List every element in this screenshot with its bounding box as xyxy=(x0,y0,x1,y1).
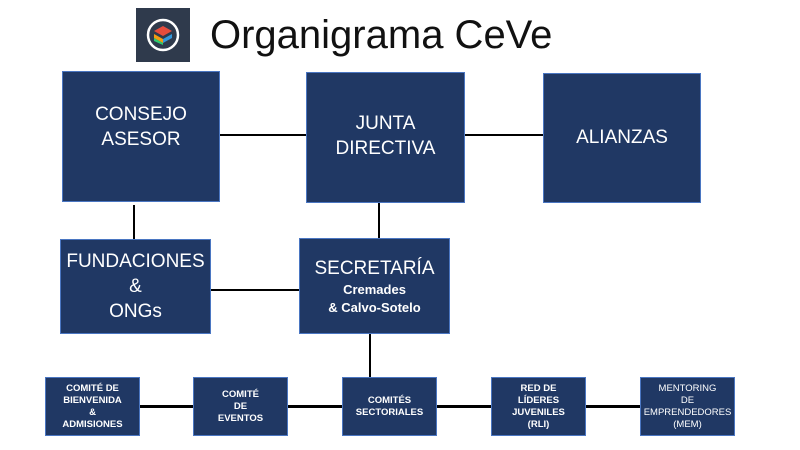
node-label-line: BIENVENIDA xyxy=(63,394,122,406)
node-label-line: & xyxy=(89,406,96,418)
node-comites-sectoriales: COMITÉS SECTORIALES xyxy=(342,377,437,436)
node-label-title: SECRETARÍA xyxy=(314,257,435,279)
node-label-line: MENTORING xyxy=(658,382,717,394)
node-label-line: ONGs xyxy=(109,301,162,322)
node-label-line: (RLI) xyxy=(527,418,550,430)
connector-consejo-junta xyxy=(219,134,307,136)
connector-junta-alianzas xyxy=(464,134,544,136)
node-label-line: & Calvo-Sotelo xyxy=(328,299,421,315)
node-label-line: COMITÉ DE xyxy=(66,382,119,394)
node-fundaciones-ongs: FUNDACIONES & ONGs xyxy=(60,239,211,334)
app-logo xyxy=(136,8,190,62)
node-label-line: COMITÉS xyxy=(367,394,412,406)
page-title: Organigrama CeVe xyxy=(210,13,553,57)
connector-junta-secretaria xyxy=(378,202,380,239)
layered-diamond-logo-icon xyxy=(146,18,180,52)
node-label-line: EMPRENDEDORES xyxy=(643,406,732,418)
node-consejo-asesor: CONSEJO ASESOR xyxy=(62,71,220,202)
node-label-line: DE xyxy=(233,400,248,412)
node-label-line: LÍDERES xyxy=(517,394,560,406)
node-label-line: JUVENILES xyxy=(512,406,565,418)
node-label-line: SECTORIALES xyxy=(355,406,424,418)
node-label-line: DIRECTIVA xyxy=(335,137,436,159)
node-label-line: DE xyxy=(680,394,695,406)
node-label-line: JUNTA xyxy=(355,112,416,134)
node-label-line: (MEM) xyxy=(673,418,702,430)
node-label-line: RED DE xyxy=(520,382,557,394)
connector-consejo-fundaciones xyxy=(133,205,135,240)
node-label-line: ASESOR xyxy=(101,128,181,150)
connector-secretaria-comites xyxy=(369,333,371,377)
connector-fundaciones-secretaria xyxy=(210,289,300,291)
node-label-line: Cremades xyxy=(343,281,406,297)
node-alianzas: ALIANZAS xyxy=(543,73,701,203)
node-label-line: ADMISIONES xyxy=(62,418,123,430)
node-label-line: & xyxy=(129,276,142,297)
node-red-lideres-juveniles: RED DE LÍDERES JUVENILES (RLI) xyxy=(491,377,586,436)
node-mentoring-emprendedores: MENTORING DE EMPRENDEDORES (MEM) xyxy=(640,377,735,436)
node-label-line: EVENTOS xyxy=(217,412,264,424)
node-label-line: COMITÉ xyxy=(222,388,259,400)
node-comite-bienvenida: COMITÉ DE BIENVENIDA & ADMISIONES xyxy=(45,377,140,436)
node-junta-directiva: JUNTA DIRECTIVA xyxy=(306,72,465,203)
node-secretaria: SECRETARÍA Cremades & Calvo-Sotelo xyxy=(299,238,450,334)
node-label-line: ALIANZAS xyxy=(576,126,668,148)
node-label-line: CONSEJO xyxy=(95,103,187,125)
node-comite-eventos: COMITÉ DE EVENTOS xyxy=(193,377,288,436)
node-label-line: FUNDACIONES xyxy=(66,251,205,272)
